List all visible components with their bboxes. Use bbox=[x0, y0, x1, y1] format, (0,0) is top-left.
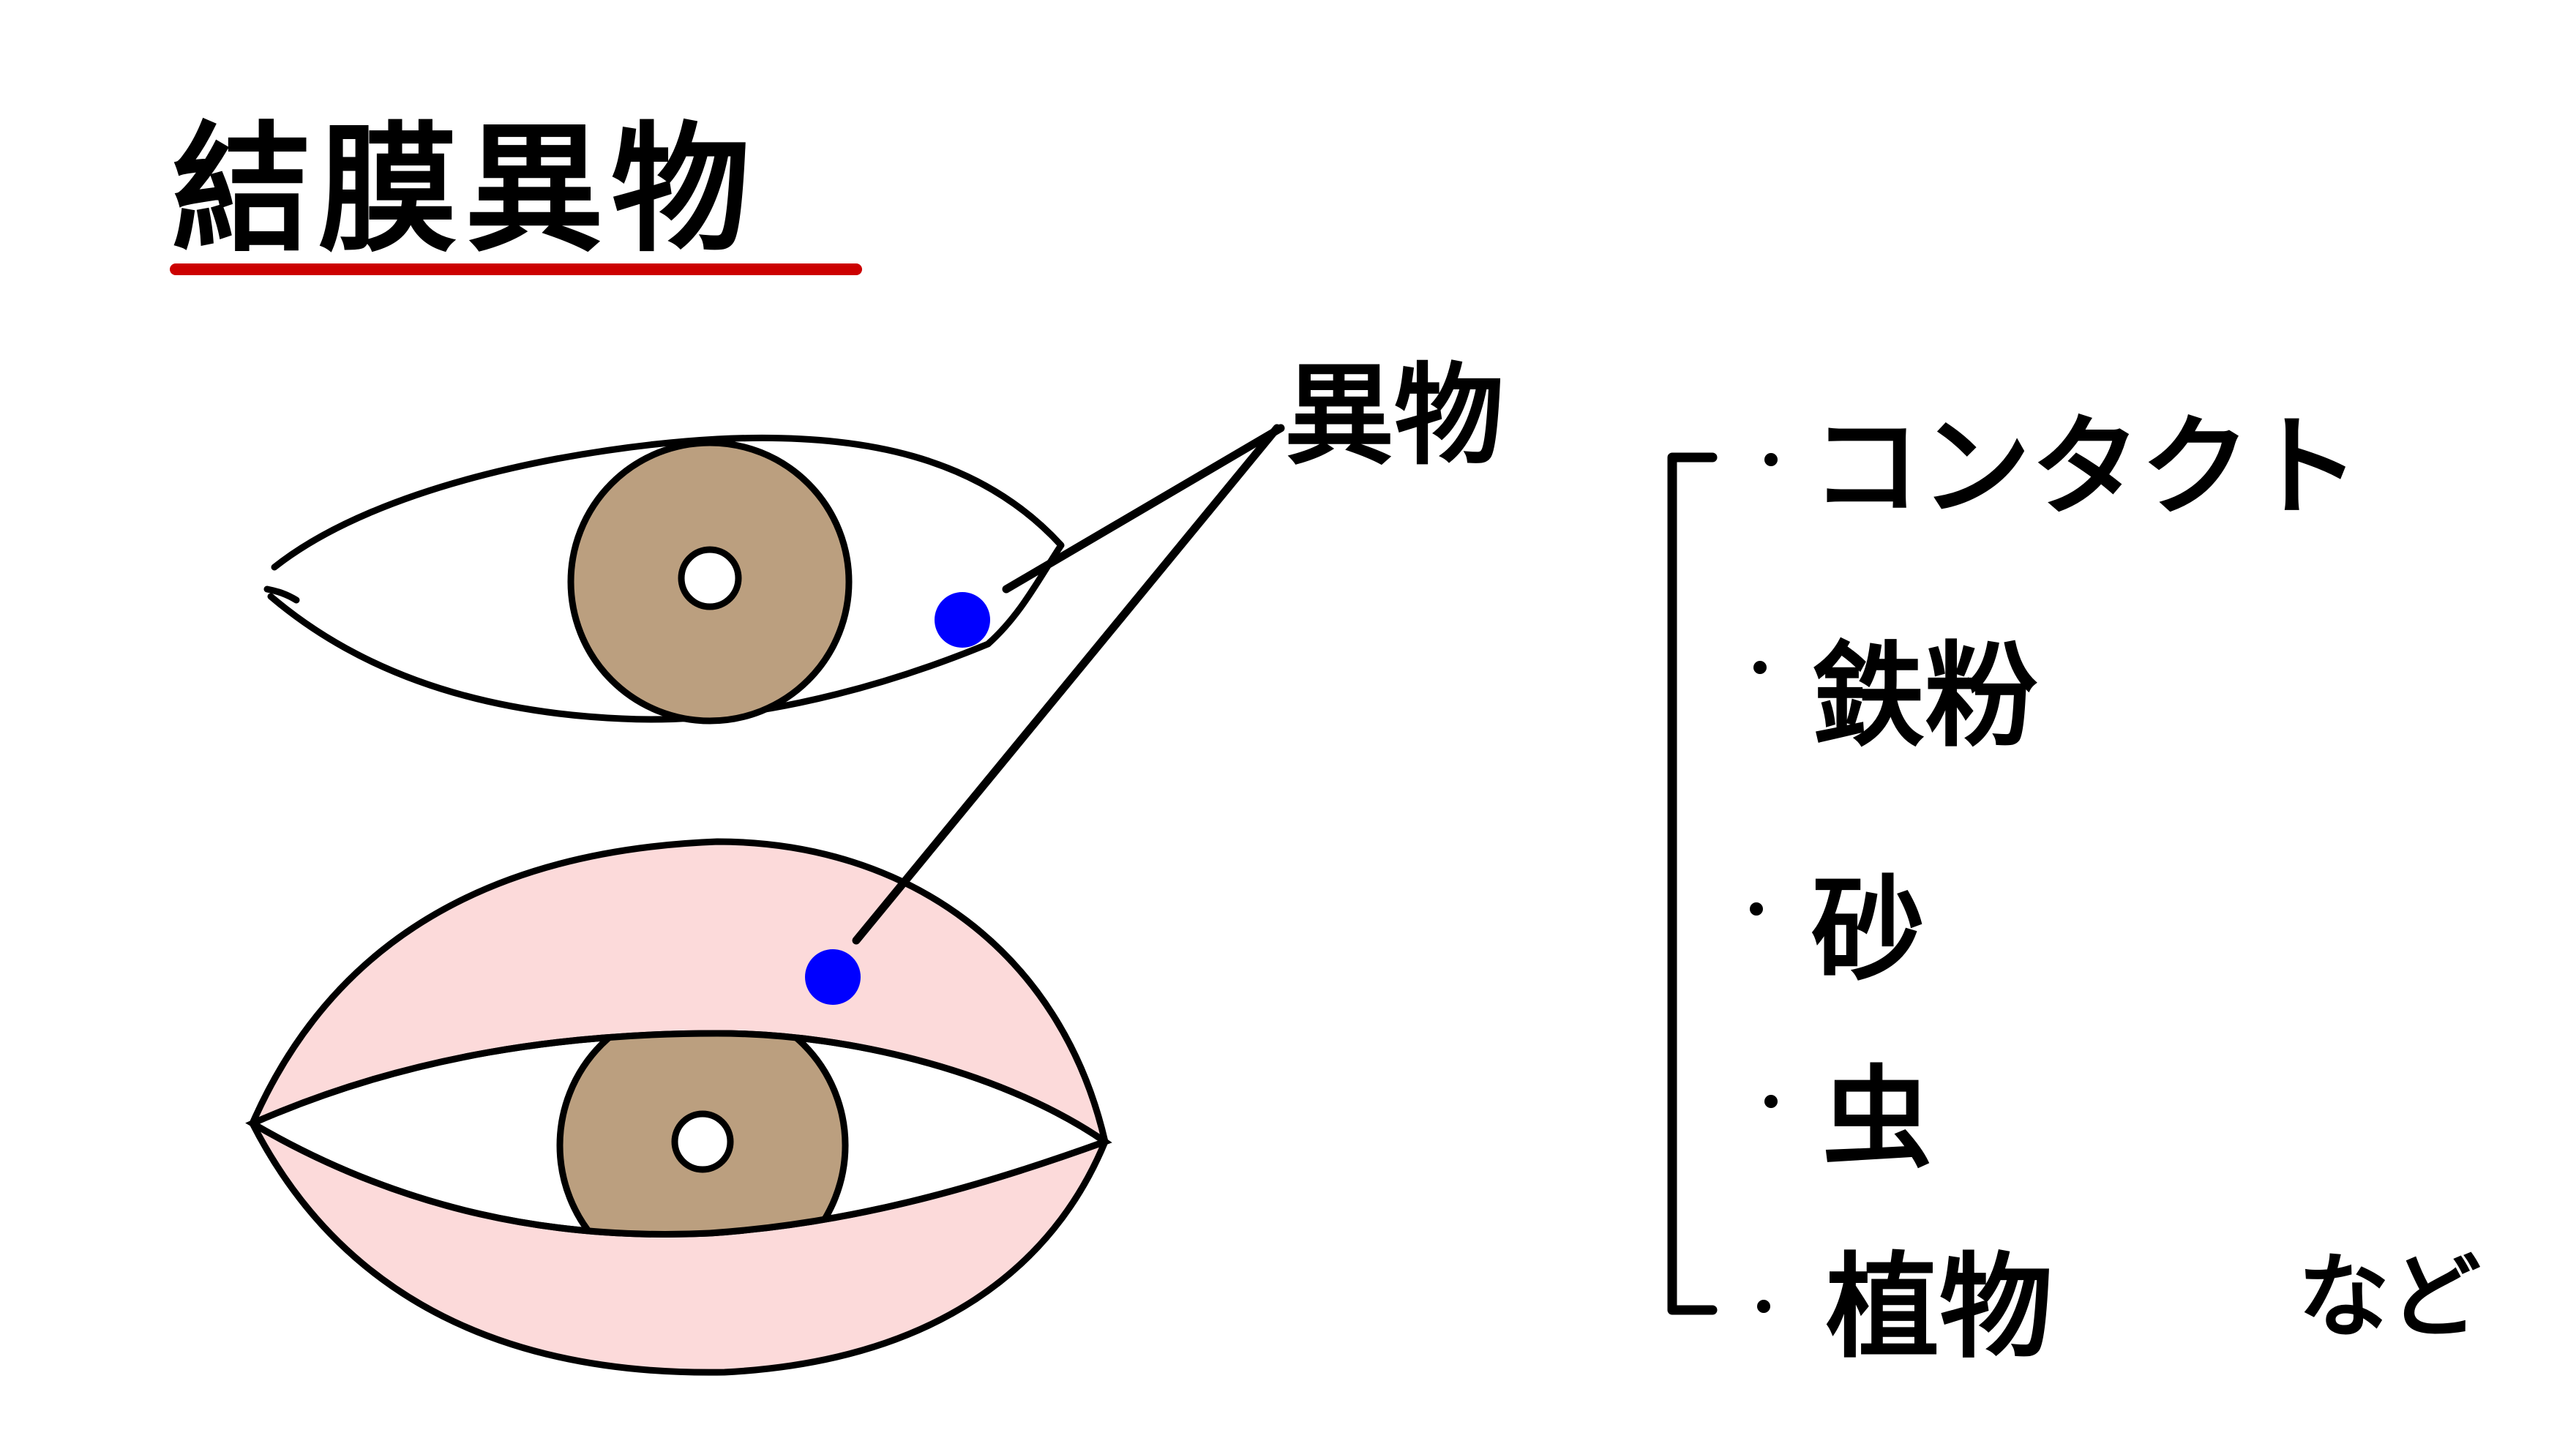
list-item-insect: 虫 bbox=[1822, 1055, 1932, 1183]
list-item-bullet bbox=[1757, 1300, 1770, 1313]
list-item-bullet bbox=[1764, 1095, 1778, 1108]
list-bracket bbox=[1667, 452, 1718, 1315]
title: 結膜異物 bbox=[172, 109, 757, 271]
list-item-sand: 砂 bbox=[1811, 864, 1925, 997]
pointer-line-lower bbox=[852, 424, 1281, 945]
list-item-bullet bbox=[1764, 453, 1778, 466]
list-item-bullet bbox=[1750, 902, 1763, 916]
pointer-label: 異物 bbox=[1284, 353, 1504, 480]
upper-pupil bbox=[678, 546, 742, 610]
list-item-contact: コンタクト bbox=[1811, 404, 2360, 531]
lower-eye-opening-edge bbox=[249, 1030, 1109, 1238]
lower-foreign-body-dot bbox=[805, 949, 861, 1005]
list-item-plants: 植物 bbox=[1826, 1241, 2053, 1374]
etc-label: など bbox=[2298, 1244, 2481, 1350]
upper-eye-outline bbox=[267, 434, 1065, 723]
lower-eye bbox=[245, 838, 1112, 1376]
upper-eye bbox=[263, 434, 1065, 725]
list-item-iron-powder: 鉄粉 bbox=[1811, 630, 2038, 763]
lower-pupil bbox=[671, 1110, 734, 1173]
upper-foreign-body-dot bbox=[935, 592, 990, 648]
pointer-line-upper bbox=[1002, 424, 1285, 594]
list-item-bullet bbox=[1753, 661, 1767, 674]
foreign-body-list: コンタクト 鉄粉 砂 虫 植物 など bbox=[1750, 404, 2481, 1374]
upper-eye-inner-corner-tick bbox=[263, 585, 300, 604]
